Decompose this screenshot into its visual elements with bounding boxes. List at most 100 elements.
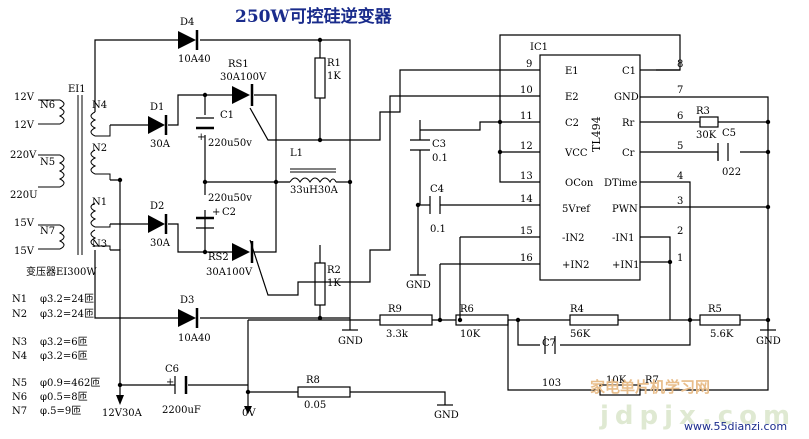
c2-value: 220u50v — [208, 193, 252, 204]
transformer-caption: 变压器EI300W — [26, 265, 97, 278]
svg-text:+IN2: +IN2 — [562, 260, 589, 271]
svg-text:4: 4 — [677, 171, 683, 182]
watermark-site-name: 家电单片机学习网 — [590, 378, 710, 396]
svg-text:6: 6 — [677, 111, 683, 122]
d3-ref: D3 — [180, 295, 194, 306]
c1-value: 220u50v — [208, 138, 252, 149]
svg-text:15: 15 — [520, 226, 533, 237]
tap-n1: N1 — [92, 197, 107, 208]
svg-text:5Vref: 5Vref — [562, 204, 591, 215]
c2-ref: C2 — [222, 207, 236, 218]
capacitor-c2 — [196, 216, 214, 229]
r1-value: 1K — [327, 71, 341, 82]
r6-value: 10K — [460, 329, 481, 340]
capacitor-c7 — [544, 336, 556, 354]
diode-d4 — [178, 30, 199, 50]
transformer-label: EI1 — [68, 84, 86, 95]
d1-value: 30A — [150, 139, 171, 150]
svg-text:13: 13 — [520, 171, 533, 182]
c7-value: 103 — [542, 378, 561, 389]
r3-ref: R3 — [696, 106, 710, 117]
svg-text:12: 12 — [520, 141, 533, 152]
r9-ref: R9 — [388, 304, 402, 315]
svg-text:N4: N4 — [12, 351, 27, 362]
c4-ref: C4 — [430, 184, 444, 195]
c6-value: 2200uF — [162, 405, 201, 416]
tap-n2: N2 — [92, 143, 107, 154]
c4-value: 0.1 — [430, 224, 446, 235]
scr-rs1 — [232, 84, 254, 106]
volt-15v-b: 15V — [14, 246, 35, 257]
r5-value: 5.6K — [710, 329, 734, 340]
gnd-label-2: GND — [406, 280, 431, 291]
rs2-ref: RS2 — [208, 252, 229, 263]
resistor-r9 — [379, 314, 433, 326]
c3-value: 0.1 — [432, 153, 448, 164]
resistor-r1 — [314, 57, 326, 99]
svg-text:3: 3 — [677, 196, 683, 207]
svg-text:C1: C1 — [622, 66, 636, 77]
svg-text:φ3.2=6匝: φ3.2=6匝 — [40, 336, 88, 348]
svg-text:Rr: Rr — [622, 118, 635, 129]
svg-text:9: 9 — [526, 59, 532, 70]
transformer-ei1 — [38, 95, 111, 255]
c5-ref: C5 — [722, 128, 736, 139]
capacitor-c6 — [174, 376, 188, 394]
scr-rs2 — [232, 241, 254, 263]
junction-dots — [117, 37, 771, 395]
r8-ref: R8 — [306, 375, 320, 386]
c1-plus: + — [197, 132, 205, 143]
svg-text:GND: GND — [614, 92, 639, 103]
volt-12v-b: 12V — [14, 120, 35, 131]
svg-text:Cr: Cr — [622, 148, 635, 159]
svg-text:E2: E2 — [565, 92, 579, 103]
rs1-ref: RS1 — [228, 59, 249, 70]
gnd-label-3: GND — [756, 336, 781, 347]
resistor-r5 — [699, 314, 741, 326]
l1-value: 33uH30A — [290, 185, 339, 196]
svg-text:φ0.5=8匝: φ0.5=8匝 — [40, 391, 88, 403]
r9-value: 3.3k — [386, 329, 409, 340]
resistor-r4 — [569, 314, 619, 326]
resistor-r7 — [599, 384, 641, 396]
tap-n3: N3 — [92, 239, 107, 250]
rs2-value: 30A100V — [206, 267, 253, 278]
capacitor-c5 — [717, 143, 729, 161]
svg-text:-IN1: -IN1 — [612, 233, 634, 244]
svg-text:1: 1 — [677, 253, 683, 264]
wires — [94, 34, 769, 410]
r1-ref: R1 — [327, 58, 341, 69]
svg-text:N5: N5 — [12, 378, 27, 389]
c6-ref: C6 — [165, 364, 179, 375]
resistor-r2 — [314, 262, 326, 306]
volt-12v-a: 12V — [14, 92, 35, 103]
tap-n5: N5 — [40, 157, 55, 168]
svg-text:C2: C2 — [565, 118, 579, 129]
svg-text:8: 8 — [677, 59, 683, 70]
svg-text:7: 7 — [677, 85, 683, 96]
svg-text:φ0.9=462匝: φ0.9=462匝 — [40, 377, 100, 389]
diode-d3 — [178, 308, 199, 328]
tap-n4: N4 — [92, 100, 107, 111]
svg-text:N2: N2 — [12, 309, 27, 320]
d4-value: 10A40 — [178, 54, 211, 65]
capacitor-c4 — [429, 196, 441, 214]
r4-value: 56K — [570, 329, 591, 340]
svg-text:+IN1: +IN1 — [612, 260, 639, 271]
r4-ref: R4 — [570, 304, 584, 315]
svg-text:PWN: PWN — [612, 204, 638, 215]
watermark-url: www.55dianzi.com — [684, 420, 787, 433]
svg-text:φ3.2=24匝: φ3.2=24匝 — [40, 293, 94, 305]
capacitor-c3 — [410, 139, 430, 151]
r2-value: 1K — [327, 278, 341, 289]
svg-text:DTime: DTime — [604, 178, 637, 189]
svg-text:N6: N6 — [12, 392, 27, 403]
capacitor-c1 — [196, 117, 214, 130]
d3-value: 10A40 — [178, 333, 211, 344]
zero-volt-arrow — [244, 406, 252, 414]
d1-ref: D1 — [150, 102, 164, 113]
zero-volt-label: 0V — [242, 408, 256, 419]
